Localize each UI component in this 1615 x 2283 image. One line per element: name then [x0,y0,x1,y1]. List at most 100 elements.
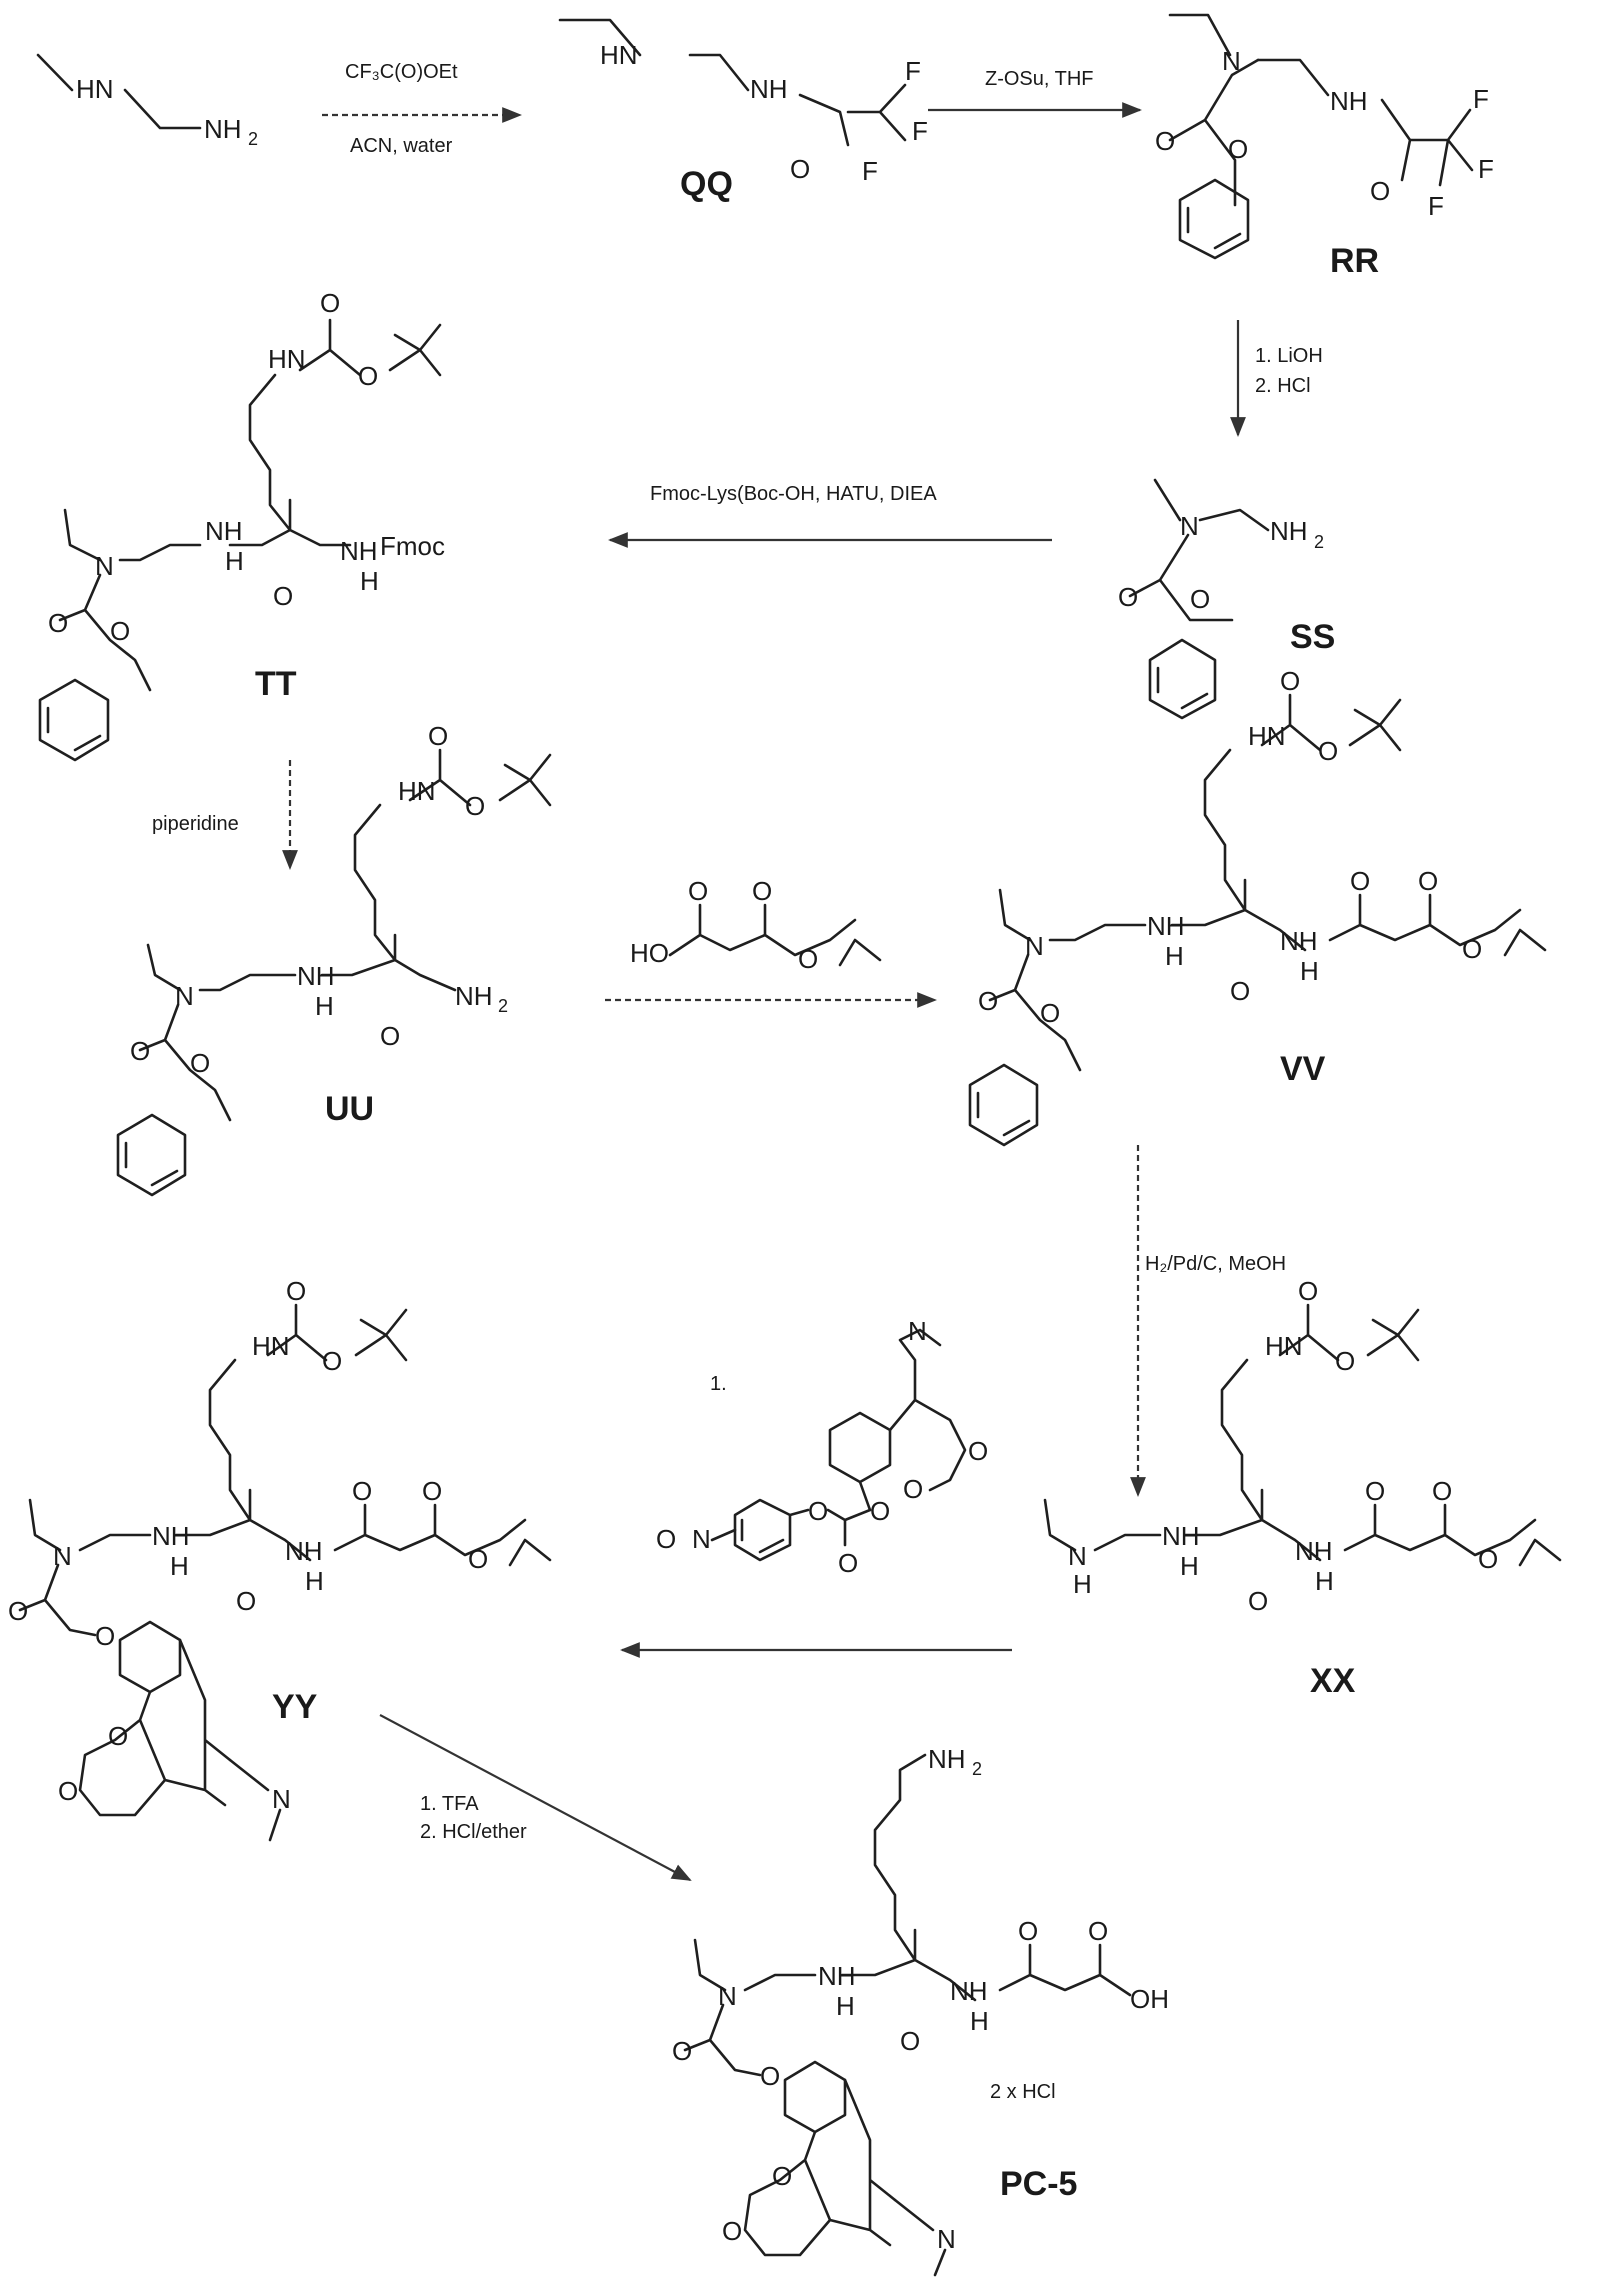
atom-f: F [912,116,928,146]
atom-h: H [1300,956,1319,986]
atom-f: F [905,56,921,86]
atom-n: N [175,981,194,1011]
atom-o: O [1088,1916,1108,1946]
atom-o: O [110,616,130,646]
atom-o: O [358,361,378,391]
atom-n: N [1068,1541,1087,1571]
arrow-step-2: Z-OSu, THF [928,68,1140,110]
atom-o: O [722,2216,742,2246]
atom-hn: HN [1248,721,1286,751]
atom-nh2: NH [455,981,493,1011]
atom-o: O [130,1036,150,1066]
atom-h: H [970,2006,989,2036]
atom-nh: NH [1295,1536,1333,1566]
atom-h: H [315,991,334,1021]
atom-o: O [672,2036,692,2066]
atom-o: O [1190,584,1210,614]
arrow-step-3: 1. LiOH 2. HCl [1238,320,1323,435]
starting-amine-structure: HN NH 2 [38,55,258,149]
atom-n: N [692,1524,711,1554]
arrow-step-5: piperidine [152,760,290,868]
atom-o: O [352,1476,372,1506]
atom-o: O [900,2026,920,2056]
label-ss: SS [1290,618,1335,656]
atom-o: O [798,944,818,974]
atom-o: O [1248,1586,1268,1616]
atom-nh: NH [1147,911,1185,941]
atom-o: O [1335,1346,1355,1376]
atom-o: O [772,2161,792,2191]
label-vv: VV [1280,1050,1326,1088]
condition-step3-line2: 2. HCl [1255,375,1311,397]
atom-h: H [360,566,379,596]
atom-hn: HN [398,776,436,806]
condition-step3-line1: 1. LiOH [1255,345,1323,367]
atom-nh: NH [297,961,335,991]
atom-hn: HN [1265,1331,1303,1361]
atom-h: H [225,546,244,576]
condition-step4: Fmoc-Lys(Boc-OH, HATU, DIEA [650,483,937,505]
atom-hn: HN [252,1331,290,1361]
atom-f: F [862,156,878,186]
atom-n: N [1025,931,1044,961]
atom-o: O [1118,582,1138,612]
atom-nh: NH [340,536,378,566]
atom-o: O [1365,1476,1385,1506]
atom-nh: NH [818,1961,856,1991]
atom-nh: NH [205,516,243,546]
atom-o: O [1418,866,1438,896]
atom-nh: NH [285,1536,323,1566]
condition-step9-line1: 1. TFA [420,1793,479,1815]
atom-fmoc: Fmoc [380,531,445,561]
atom-o: O [760,2061,780,2091]
condition-step8-num: 1. [710,1373,727,1395]
atom-o: O [95,1621,115,1651]
atom-o: O [380,1021,400,1051]
atom-o: O [978,986,998,1016]
arrow-step-7: H₂/Pd/C, MeOH [1138,1145,1286,1495]
atom-o: O [870,1496,890,1526]
atom-n: N [1180,511,1199,541]
atom-h: H [170,1551,189,1581]
label-tt: TT [255,665,297,703]
reagent-mono-tbu-malonate: HO O O O [630,876,880,974]
atom-o: O [8,1596,28,1626]
atom-o: O [236,1586,256,1616]
atom-n: N [272,1784,291,1814]
condition-step1-top: CF₃C(O)OEt [345,61,458,83]
atom-o: O [320,288,340,318]
atom-h: H [836,1991,855,2021]
atom-n: N [718,1981,737,2011]
atom-o: O [1280,666,1300,696]
arrow-step-8: 1. O N O O O O O N [622,1316,1012,1650]
atom-ho: HO [630,938,669,968]
reagent-nitrophenyl-carbonate: O N O O O O O N [656,1316,988,1578]
atom-nh: NH [1162,1521,1200,1551]
atom-o: O [468,1544,488,1574]
arrow-step-4: Fmoc-Lys(Boc-OH, HATU, DIEA [610,483,1052,540]
atom-o: O [1318,736,1338,766]
atom-nh2: NH [204,114,242,144]
atom-o: O [1350,866,1370,896]
compound-tt-structure: N NH H NH H Fmoc O O O HN O O [40,288,445,760]
compound-yy-structure: N NH H NH H O O O O O O O O N HN O O [8,1276,550,1840]
atom-f: F [1473,84,1489,114]
arrow-step-6: HO O O O [605,876,935,1000]
label-xx: XX [1310,1662,1356,1700]
atom-o: O [790,154,810,184]
atom-nh: NH [152,1521,190,1551]
atom-nh: NH [1330,86,1368,116]
atom-o: O [190,1048,210,1078]
atom-o: O [1478,1544,1498,1574]
atom-o: O [752,876,772,906]
atom-o: O [428,721,448,751]
atom-o: O [273,581,293,611]
atom-o2n: O [656,1524,676,1554]
atom-oh: OH [1130,1984,1169,2014]
compound-vv-structure: N NH H NH H O O O O O O HN O O [970,666,1545,1145]
atom-nh: NH [750,74,788,104]
compound-pc5-structure: N NH H NH H O O O OH NH 2 O O O O N [672,1744,1169,2275]
atom-o: O [58,1776,78,1806]
atom-o: O [1432,1476,1452,1506]
label-qq: QQ [680,165,733,203]
